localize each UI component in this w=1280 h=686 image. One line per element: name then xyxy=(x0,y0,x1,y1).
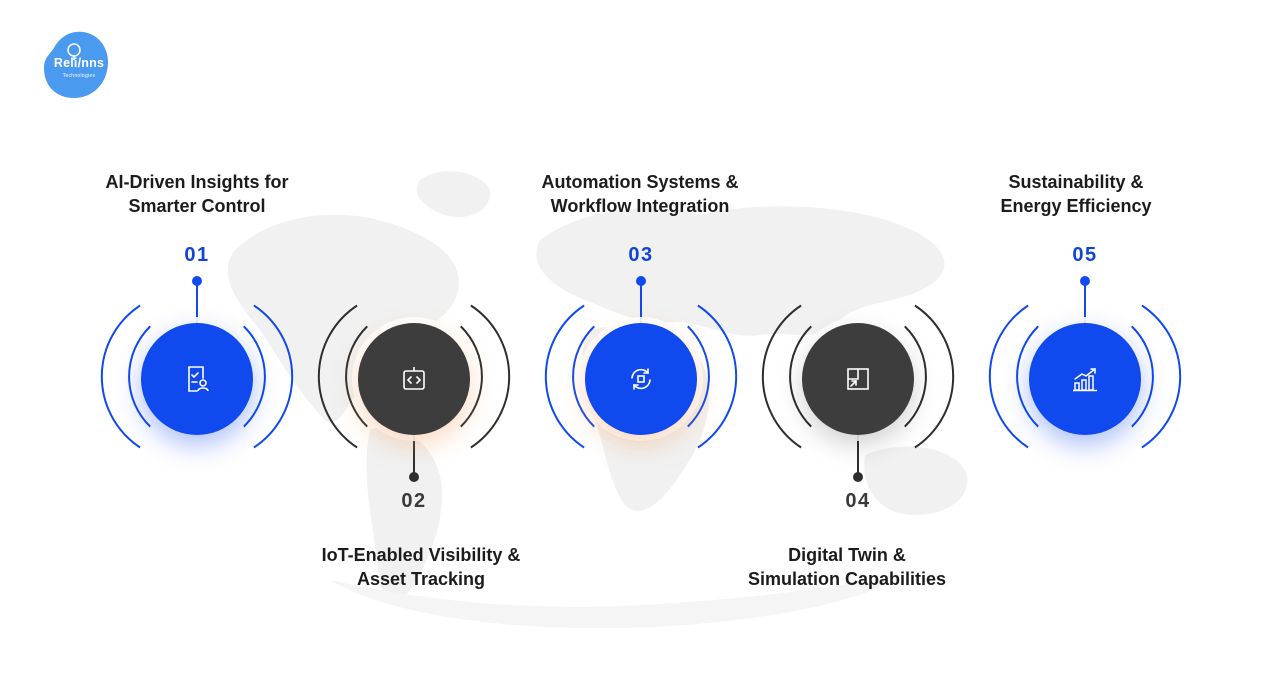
step-02-disc[interactable] xyxy=(358,323,470,435)
step-04-disc[interactable] xyxy=(802,323,914,435)
logo-tagline: Technologies xyxy=(62,73,96,79)
step-04-rings xyxy=(761,304,955,482)
step-03-number: 03 xyxy=(628,244,654,266)
step-01-number: 01 xyxy=(184,244,210,266)
brand-logo[interactable]: Reli/nns Technologies xyxy=(40,28,112,100)
step-01-title-line2: Smarter Control xyxy=(128,196,266,216)
growth-chart-icon xyxy=(1073,368,1097,392)
step-03-title: Automation Systems & Workflow Integratio… xyxy=(510,170,770,218)
step-01-rings xyxy=(100,276,294,449)
step-01-title-line1: AI-Driven Insights for xyxy=(105,172,289,192)
logo-badge-shape xyxy=(44,31,108,98)
step-05-title-line2: Energy Efficiency xyxy=(1000,196,1152,216)
step-05-title: Sustainability & Energy Efficiency xyxy=(946,170,1206,218)
step-04-connector-dot xyxy=(853,472,863,482)
step-05-number: 05 xyxy=(1072,244,1098,266)
step-01-title: AI-Driven Insights for Smarter Control xyxy=(67,170,327,218)
step-02-title: IoT-Enabled Visibility & Asset Tracking xyxy=(291,543,551,591)
step-05-rings xyxy=(988,276,1182,449)
sync-cycle-icon xyxy=(631,368,651,390)
step-03-title-line2: Workflow Integration xyxy=(550,196,730,216)
step-03-title-line1: Automation Systems & xyxy=(541,172,739,192)
step-03-disc[interactable] xyxy=(585,323,697,435)
step-02-number: 02 xyxy=(401,490,427,512)
expand-window-icon xyxy=(847,368,869,390)
step-01-disc[interactable] xyxy=(141,323,253,435)
step-02-title-line2: Asset Tracking xyxy=(356,569,486,589)
code-tag-icon xyxy=(403,367,425,390)
step-05-title-line1: Sustainability & xyxy=(1008,172,1144,192)
checklist-user-icon xyxy=(188,366,209,392)
step-02-title-line1: IoT-Enabled Visibility & xyxy=(321,545,521,565)
step-04-title-line1: Digital Twin & xyxy=(788,545,906,565)
step-02-connector-dot xyxy=(409,472,419,482)
logo-wordmark: Reli/nns xyxy=(53,56,105,70)
step-04-number: 04 xyxy=(845,490,871,512)
step-04-title-line2: Simulation Capabilities xyxy=(747,569,947,589)
step-02-rings xyxy=(317,304,511,482)
step-04-title: Digital Twin & Simulation Capabilities xyxy=(717,543,977,591)
step-05-disc[interactable] xyxy=(1029,323,1141,435)
step-03-rings xyxy=(544,276,738,449)
